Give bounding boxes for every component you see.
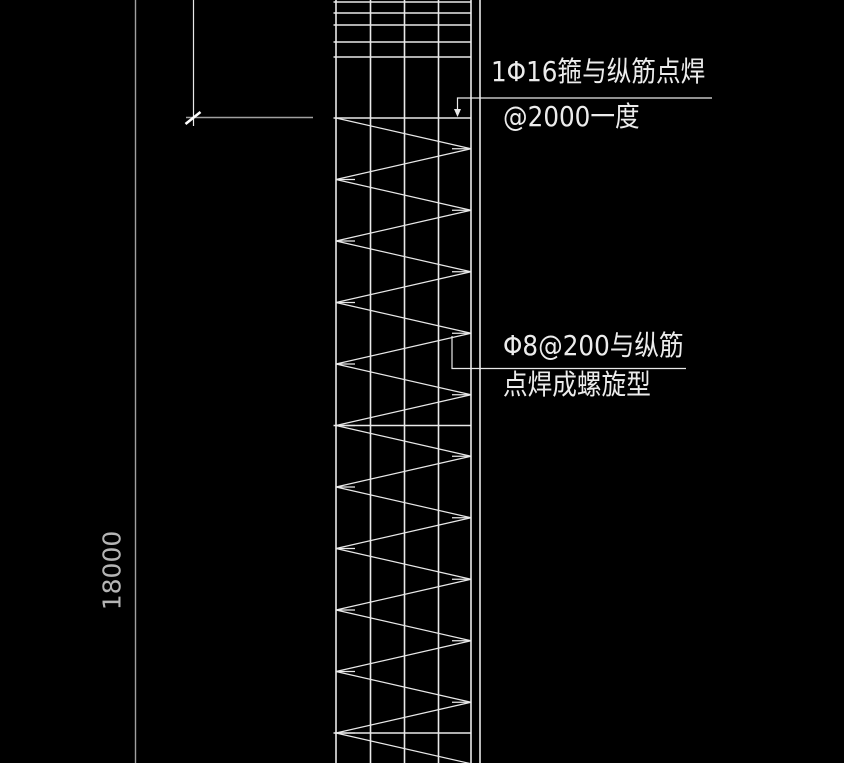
spiral-ties <box>335 117 472 763</box>
leader-line-spiral-note <box>451 336 686 370</box>
dimension-lines <box>134 0 313 763</box>
longitudinal-bars <box>335 0 481 763</box>
stirrup-note-line2: @2000一度 <box>503 100 640 133</box>
length-dimension-text: 18000 <box>97 530 127 611</box>
leader-line-stirrup-note <box>454 97 712 117</box>
spiral-note-line1: Φ8@200与纵筋 <box>503 329 684 362</box>
ring-ties <box>333 117 472 734</box>
top-stirrups <box>333 1 472 58</box>
spiral-note-line2: 点焊成螺旋型 <box>503 368 651 401</box>
stirrup-note-line1: 1Φ16箍与纵筋点焊 <box>491 55 706 88</box>
